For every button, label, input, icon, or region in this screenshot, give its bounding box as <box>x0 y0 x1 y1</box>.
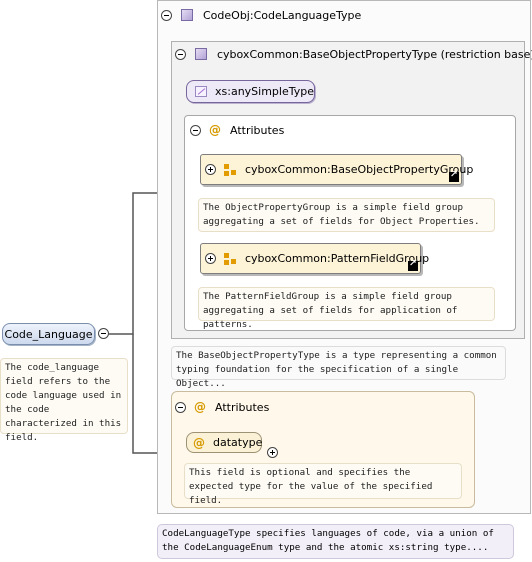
plus-circle-icon[interactable] <box>267 447 278 458</box>
simple-type-icon <box>195 86 207 97</box>
complex-type-header[interactable]: CodeObj:CodeLanguageType <box>161 8 361 22</box>
external-link-icon[interactable] <box>449 170 459 182</box>
simple-type-node[interactable]: xs:anySimpleType <box>186 80 315 103</box>
minus-circle-icon[interactable] <box>175 48 186 60</box>
attributes-title-inner: Attributes <box>230 123 285 137</box>
attribute-group-label: cyboxCommon:PatternFieldGroup <box>245 252 430 265</box>
plus-circle-icon[interactable] <box>205 164 216 175</box>
restriction-doc: The BaseObjectPropertyType is a type rep… <box>171 346 506 389</box>
attribute-node[interactable]: @ datatype <box>186 432 262 453</box>
attribute-group-doc: The ObjectPropertyGroup is a simple fiel… <box>198 198 495 232</box>
at-sign-icon: @ <box>209 123 221 137</box>
root-element-label: Code_Language <box>4 327 93 341</box>
root-collapse-toggle[interactable] <box>98 328 109 339</box>
attributes-header-inner[interactable]: @ Attributes <box>190 123 284 137</box>
attribute-group-node[interactable]: cyboxCommon:BaseObjectPropertyGroup <box>200 154 473 185</box>
complex-type-icon <box>181 9 193 21</box>
complex-type-title: CodeObj:CodeLanguageType <box>203 8 362 22</box>
restriction-header[interactable]: cyboxCommon:BaseObjectPropertyType (rest… <box>175 47 532 61</box>
attribute-group-label: cyboxCommon:BaseObjectPropertyGroup <box>245 163 474 176</box>
attributes-header-outer[interactable]: @ Attributes <box>175 400 269 414</box>
minus-circle-icon[interactable] <box>190 124 201 136</box>
minus-circle-icon[interactable] <box>175 401 186 413</box>
external-link-icon[interactable] <box>408 259 418 271</box>
complex-type-doc: CodeLanguageType specifies languages of … <box>157 524 514 559</box>
simple-type-label: xs:anySimpleType <box>215 85 314 98</box>
attribute-doc: This field is optional and specifies the… <box>184 463 462 506</box>
minus-circle-icon[interactable] <box>161 9 172 21</box>
attribute-group-icon <box>224 163 236 176</box>
attributes-title-outer: Attributes <box>215 400 270 414</box>
attribute-label: datatype <box>213 436 263 449</box>
at-sign-icon: @ <box>193 435 205 450</box>
at-sign-icon: @ <box>194 400 206 414</box>
attribute-group-icon <box>224 252 236 265</box>
attribute-group-node[interactable]: cyboxCommon:PatternFieldGroup <box>200 243 429 274</box>
restriction-title: cyboxCommon:BaseObjectPropertyType (rest… <box>217 47 532 61</box>
plus-circle-icon[interactable] <box>205 253 216 264</box>
complex-type-icon <box>195 48 207 60</box>
attribute-group-doc: The PatternFieldGroup is a simple field … <box>198 287 495 330</box>
root-element-node[interactable]: Code_Language <box>2 323 95 345</box>
root-element-doc: The code_language field refers to the co… <box>0 358 128 443</box>
